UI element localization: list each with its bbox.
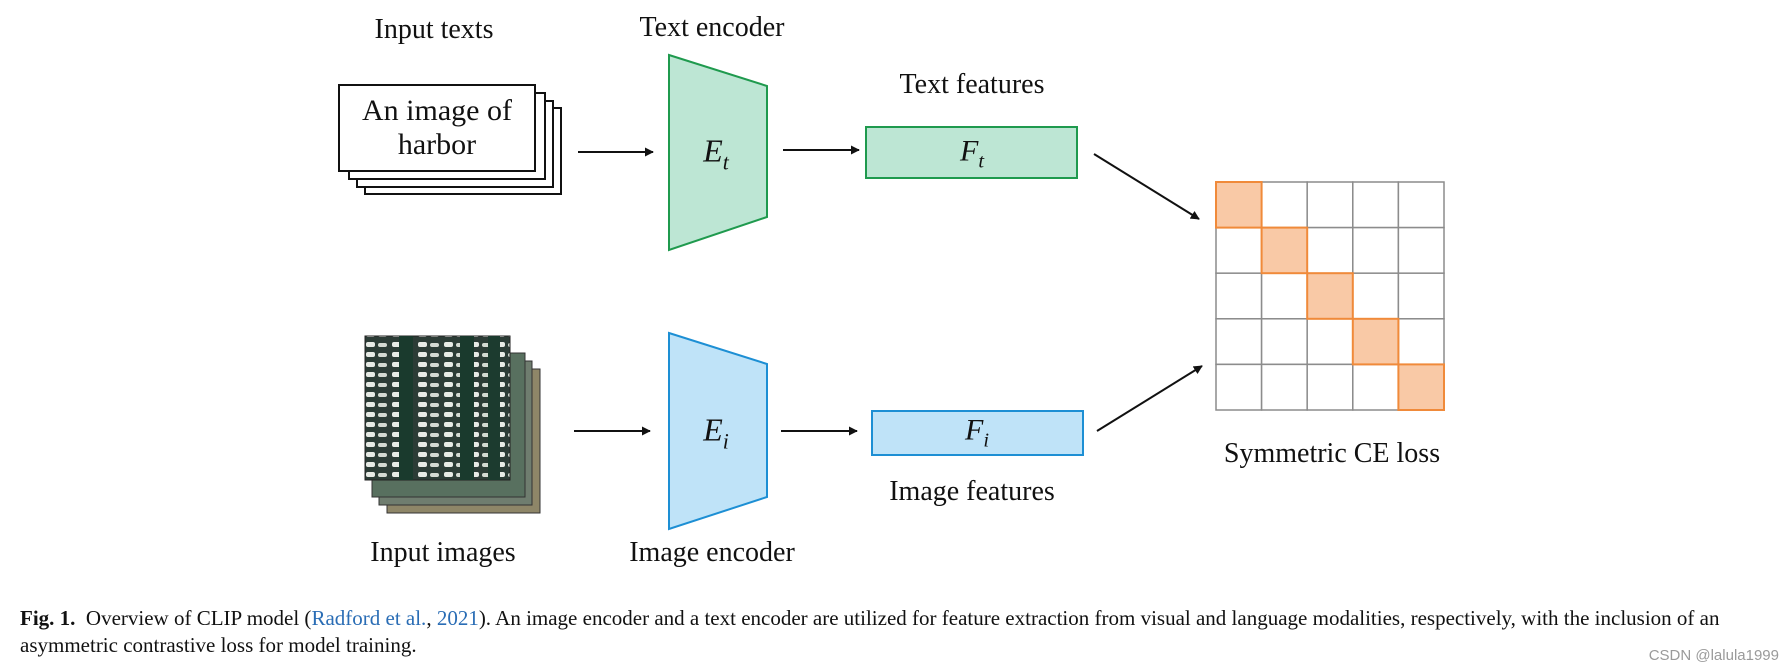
matrix-cell — [1215, 226, 1263, 274]
matrix-cell — [1215, 272, 1263, 320]
matrix-cell — [1306, 363, 1354, 411]
matrix-cell-diagonal — [1260, 226, 1309, 275]
loss-label: Symmetric CE loss — [1223, 438, 1441, 469]
matrix-cell — [1397, 272, 1445, 320]
text-encoder-label: Text encoder — [639, 12, 785, 43]
matrix-cell — [1352, 181, 1400, 229]
watermark: CSDN @lalula1999 — [1648, 647, 1779, 664]
input-images-label: Input images — [370, 537, 516, 568]
matrix-cell — [1306, 181, 1354, 229]
caption-text-before: Overview of CLIP model ( — [85, 606, 312, 630]
harbor-image-icon — [364, 335, 511, 481]
matrix-cell — [1260, 318, 1308, 366]
image-features-label: Image features — [889, 476, 1055, 507]
image-encoder-label: Image encoder — [629, 537, 795, 568]
arrow-image-features-to-matrix — [1096, 365, 1203, 432]
matrix-cell-diagonal — [1351, 317, 1400, 366]
arrow-text-features-to-matrix — [1093, 153, 1200, 220]
text-features-label: Text features — [899, 69, 1045, 100]
matrix-cell — [1215, 318, 1263, 366]
input-text-content: An image of harbor — [362, 94, 512, 162]
image-features-box — [871, 410, 1084, 456]
matrix-cell-diagonal — [1306, 272, 1354, 320]
similarity-matrix — [1215, 181, 1446, 411]
matrix-cell — [1260, 181, 1308, 229]
text-features-symbol: Ft — [960, 134, 984, 173]
caption-label: Fig. 1. — [20, 606, 76, 630]
image-encoder-shape — [668, 331, 768, 531]
input-text-stack — [338, 84, 562, 195]
matrix-cell — [1260, 363, 1308, 411]
matrix-cell — [1306, 318, 1354, 366]
matrix-cell — [1260, 272, 1308, 320]
matrix-cell — [1352, 226, 1400, 274]
image-features-symbol: Fi — [965, 413, 989, 452]
matrix-cell-diagonal — [1397, 363, 1446, 411]
caption-text-after: ). An image encoder and a text encoder a… — [20, 606, 1720, 657]
matrix-cell — [1306, 226, 1354, 274]
matrix-cell — [1352, 363, 1400, 411]
matrix-cell — [1397, 181, 1445, 229]
text-encoder-symbol: Et — [703, 132, 729, 175]
input-texts-label: Input texts — [374, 14, 494, 45]
citation-link[interactable]: Radford et al., 2021 — [311, 606, 479, 630]
figure-caption: Fig. 1. Overview of CLIP model (Radford … — [20, 605, 1770, 659]
image-encoder-symbol: Ei — [703, 411, 729, 454]
matrix-cell — [1215, 363, 1263, 411]
input-image-stack — [364, 335, 541, 514]
matrix-cell — [1352, 272, 1400, 320]
matrix-cell-diagonal — [1215, 181, 1263, 229]
text-features-box — [865, 126, 1078, 179]
matrix-cell — [1397, 318, 1445, 366]
text-doc-front — [338, 84, 536, 172]
input-text-line-2: harbor — [397, 128, 477, 161]
input-text-line-1: An image of — [362, 94, 512, 127]
matrix-cell — [1397, 226, 1445, 274]
text-encoder-shape — [668, 53, 768, 252]
